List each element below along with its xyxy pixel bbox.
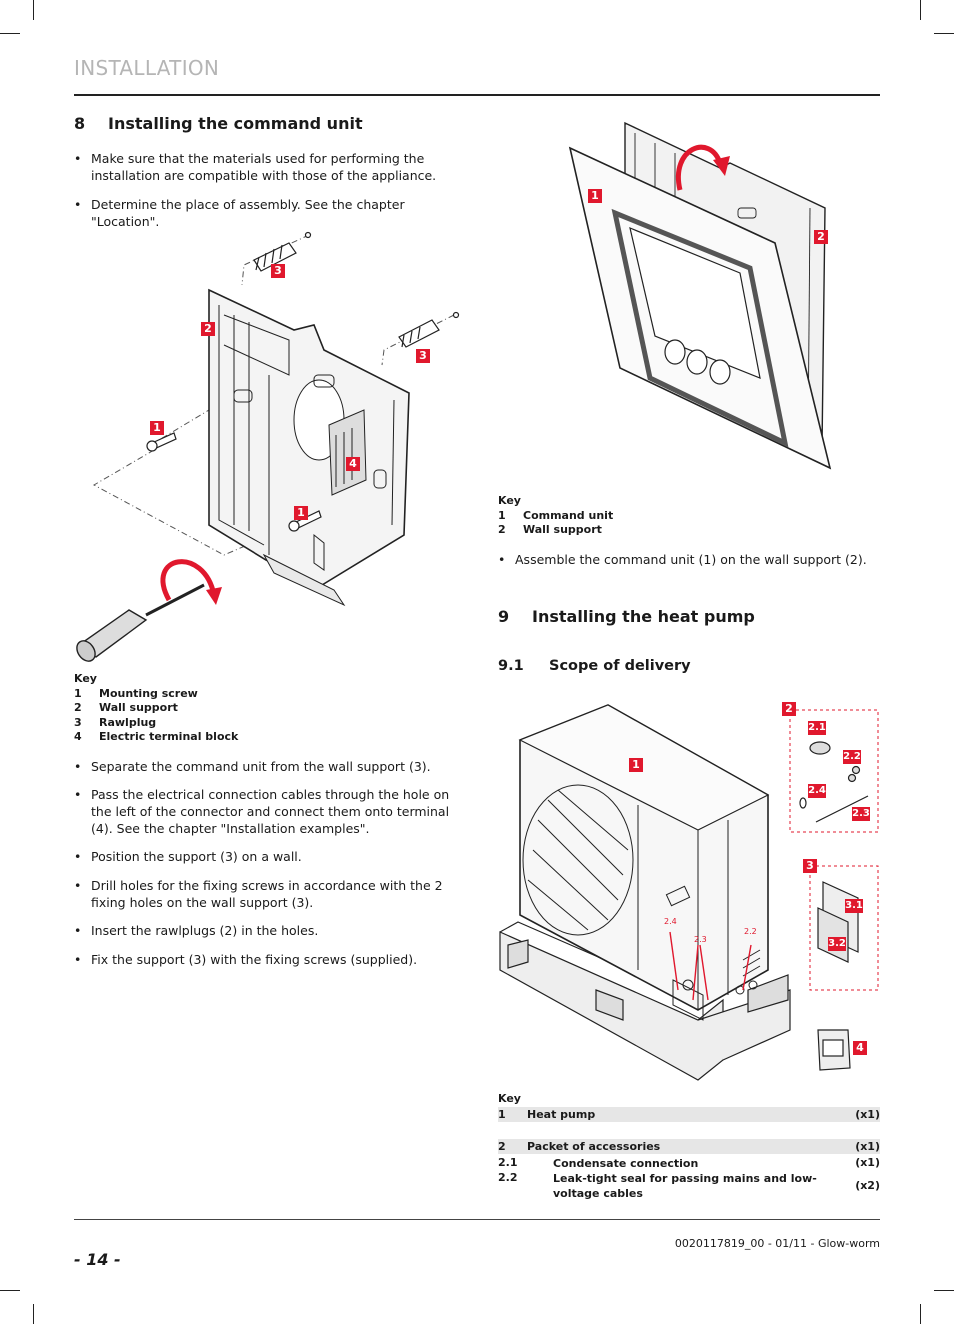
page-section-title: INSTALLATION [74, 56, 220, 80]
table-cell-text: Condensate connection [553, 1157, 699, 1170]
crop-mark [934, 1290, 954, 1291]
document-reference: 0020117819_00 - 01/11 - Glow-worm [674, 1237, 880, 1250]
section-9-heading: 9 Installing the heat pump [498, 607, 755, 626]
callout-label: 2.3 [852, 807, 870, 821]
bullet-text: Insert the rawlplugs (2) in the holes. [91, 923, 319, 938]
key-text: Mounting screw [99, 686, 198, 700]
section-number: 8 [74, 114, 86, 133]
connection-label: 2.3 [694, 935, 707, 944]
table-cell-num: 1 [498, 1108, 506, 1121]
callout-label: 1 [294, 506, 308, 520]
key-number: 4 [74, 730, 82, 743]
callout-label: 3 [803, 859, 817, 873]
callout-label: 4 [853, 1041, 867, 1055]
command-unit-assembly-illustration [568, 121, 832, 470]
table-row: 2.1 Condensate connection (x1) [498, 1155, 880, 1170]
section-title: Installing the heat pump [532, 607, 755, 626]
callout-label: 3.2 [828, 937, 846, 951]
callout-label: 2 [201, 322, 215, 336]
connection-label: 2.4 [664, 917, 677, 926]
bullet-item: •Position the support (3) on a wall. [74, 848, 454, 865]
key-text: Electric terminal block [99, 730, 239, 743]
crop-mark [934, 33, 954, 34]
bullet-text: Separate the command unit from the wall … [91, 759, 431, 774]
key-text: Wall support [523, 523, 602, 536]
crop-mark [920, 0, 921, 20]
key-text: Command unit [523, 508, 614, 522]
bullet-item: •Fix the support (3) with the fixing scr… [74, 951, 454, 968]
figure-key: Key 1 Mounting screw 2 Wall support 3 Rawlp… [74, 672, 374, 745]
crop-mark [0, 33, 20, 34]
key-text: Rawlplug [99, 715, 157, 729]
table-cell-text: Heat pump [527, 1108, 596, 1121]
callout-label: 4 [346, 457, 360, 471]
bullet-item: •Make sure that the materials used for p… [74, 150, 454, 184]
key-title: Key [74, 672, 97, 685]
heat-pump-delivery-illustration [499, 704, 879, 1081]
callout-label: 1 [629, 758, 643, 772]
key-title: Key [498, 1092, 521, 1105]
crop-mark [33, 1304, 34, 1324]
section-number: 9 [498, 607, 510, 626]
callout-label: 3 [271, 264, 285, 278]
key-number: 1 [498, 508, 506, 522]
callout-label: 3.1 [845, 899, 863, 913]
crop-mark [0, 1290, 20, 1291]
callout-label: 1 [588, 189, 602, 203]
callout-label: 2.1 [808, 721, 826, 735]
footer-rule [74, 1219, 880, 1220]
section-title: Installing the command unit [108, 114, 363, 133]
callout-label: 1 [150, 421, 164, 435]
bullet-text: Pass the electrical connection cables th… [91, 787, 450, 836]
subsection-9-1-heading: 9.1 Scope of delivery [498, 658, 691, 674]
bullet-text: Position the support (3) on a wall. [91, 849, 302, 864]
figure-key: Key 1 Command unit 2 Wall support [498, 494, 798, 538]
bullet-text: Make sure that the materials used for pe… [91, 151, 437, 183]
callout-label: 2 [782, 702, 796, 716]
bullet-text: Drill holes for the fixing screws in acc… [91, 878, 443, 910]
connection-label: 2.2 [744, 927, 757, 936]
bullet-text: Fix the support (3) with the fixing scre… [91, 952, 418, 967]
callout-label: 3 [416, 349, 430, 363]
callout-label: 2.2 [843, 750, 861, 764]
table-cell-qty: (x1) [855, 1108, 880, 1121]
bullet-item: •Assemble the command unit (1) on the wa… [498, 551, 880, 568]
table-cell-qty: (x1) [855, 1156, 880, 1169]
bullet-item: •Drill holes for the fixing screws in ac… [74, 877, 454, 911]
callout-label: 2 [814, 230, 828, 244]
key-number: 2 [74, 701, 82, 714]
key-number: 2 [498, 523, 506, 536]
subsection-title: Scope of delivery [549, 658, 691, 674]
subsection-number: 9.1 [498, 658, 524, 674]
bullet-text: Assemble the command unit (1) on the wal… [515, 552, 867, 567]
table-cell-qty: (x1) [855, 1140, 880, 1153]
key-title: Key [498, 494, 521, 507]
table-row: 2 Packet of accessories (x1) [498, 1139, 880, 1154]
table-cell-num: 2.2 [498, 1171, 518, 1184]
table-row: 2.2 Leak-tight seal for passing mains an… [498, 1170, 880, 1200]
bullet-item: •Separate the command unit from the wall… [74, 758, 454, 775]
header-rule [74, 94, 880, 96]
key-text: Wall support [99, 701, 178, 714]
callout-label: 2.4 [808, 784, 826, 798]
key-number: 1 [74, 686, 82, 700]
table-cell-num: 2 [498, 1140, 506, 1153]
table-cell-text: Leak-tight seal for passing mains and lo… [553, 1172, 817, 1200]
key-number: 3 [74, 715, 82, 729]
bullet-item: •Insert the rawlplugs (2) in the holes. [74, 922, 454, 939]
wall-support-mounting-illustration [76, 231, 460, 662]
table-cell-qty: (x2) [855, 1179, 880, 1192]
crop-mark [920, 1304, 921, 1324]
table-row: 1 Heat pump (x1) [498, 1107, 880, 1122]
page-number: - 14 - [74, 1250, 121, 1269]
section-8-heading: 8 Installing the command unit [74, 114, 363, 133]
table-cell-text: Packet of accessories [527, 1140, 661, 1153]
bullet-text: Determine the place of assembly. See the… [91, 197, 405, 229]
bullet-item: •Determine the place of assembly. See th… [74, 196, 454, 230]
crop-mark [33, 0, 34, 20]
bullet-item: •Pass the electrical connection cables t… [74, 786, 454, 837]
table-cell-num: 2.1 [498, 1156, 518, 1169]
